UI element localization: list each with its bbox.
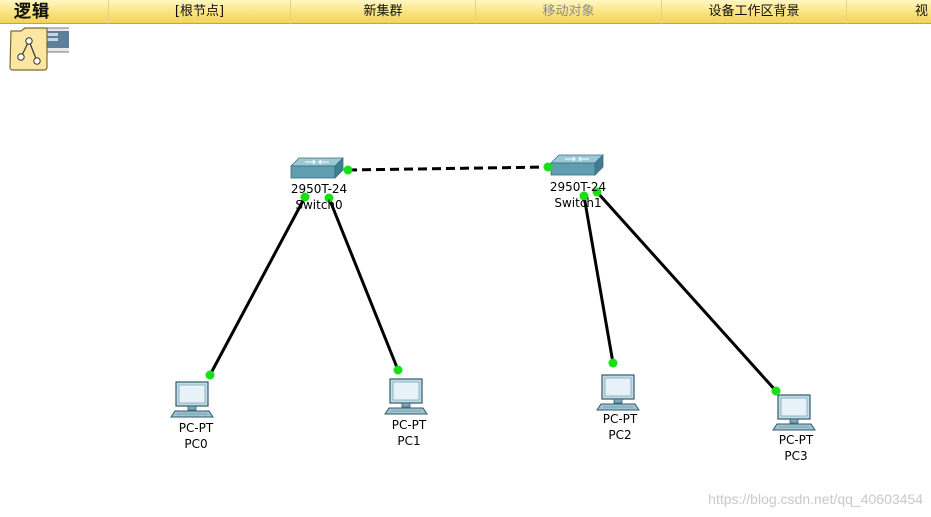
watermark-text: https://blog.csdn.net/qq_40603454: [708, 491, 923, 507]
link-light-switch1-to-switch0: [543, 162, 553, 172]
link-light-switch1-to-pc2: [579, 191, 589, 201]
switch1-name: Switch1: [554, 196, 602, 210]
pc3-device[interactable]: [772, 394, 816, 431]
link-switch0-pc1[interactable]: [327, 197, 400, 371]
link-light-switch0-to-pc1: [324, 193, 334, 203]
pc2-device[interactable]: [596, 374, 640, 411]
switch1-label: 2950T-24 Switch1: [542, 179, 614, 211]
link-switch1-pc2[interactable]: [582, 195, 615, 364]
new-cluster-button[interactable]: 新集群: [290, 0, 475, 24]
pc1-name: PC1: [397, 434, 421, 448]
link-light-pc0: [205, 370, 215, 380]
pc2-model: PC-PT: [602, 412, 638, 426]
pc1-model: PC-PT: [391, 418, 427, 432]
workspace-background-button[interactable]: 设备工作区背景: [661, 0, 846, 24]
pc0-name: PC0: [184, 437, 208, 451]
link-light-pc2: [608, 358, 618, 368]
switch0-label: 2950T-24 Switch0: [283, 181, 355, 213]
topology-drawing: [170, 154, 816, 431]
switch0-device[interactable]: [290, 157, 344, 179]
link-light-switch1-to-pc3: [592, 187, 602, 197]
pc3-model: PC-PT: [778, 433, 814, 447]
logical-topology-icon[interactable]: [9, 27, 69, 71]
link-light-pc3: [771, 386, 781, 396]
link-light-switch0-to-switch1: [343, 165, 353, 175]
viewport-button[interactable]: 视: [846, 0, 931, 24]
logical-toolbar: 逻辑 [根节点] 新集群 移动对象 设备工作区背景 视: [0, 0, 931, 24]
move-object-button[interactable]: 移动对象: [475, 0, 661, 24]
link-switch1-pc3[interactable]: [595, 190, 778, 393]
link-light-switch0-to-pc0: [300, 192, 310, 202]
link-status-lights: [205, 162, 781, 396]
pc1-device[interactable]: [384, 378, 428, 415]
pc0-device[interactable]: [170, 381, 214, 418]
root-node-button[interactable]: [根节点]: [108, 0, 290, 24]
switch1-model: 2950T-24: [549, 180, 607, 194]
switch0-name: Switch0: [295, 198, 343, 212]
switch0-model: 2950T-24: [290, 182, 348, 196]
pc1-label: PC-PT PC1: [379, 417, 439, 449]
pc2-name: PC2: [608, 428, 632, 442]
pc2-label: PC-PT PC2: [590, 411, 650, 443]
pc3-label: PC-PT PC3: [766, 432, 826, 464]
link-light-pc1: [393, 365, 403, 375]
topology-canvas[interactable]: 2950T-24 Switch0 2950T-24 Switch1 PC-PT …: [0, 24, 931, 517]
switch1-device[interactable]: [550, 154, 604, 176]
workspace-mode-title: 逻辑: [14, 2, 50, 22]
pc0-label: PC-PT PC0: [166, 420, 226, 452]
link-switch0-switch1[interactable]: [347, 165, 549, 172]
link-switch0-pc0[interactable]: [208, 196, 307, 376]
pc3-name: PC3: [784, 449, 808, 463]
pc0-model: PC-PT: [178, 421, 214, 435]
